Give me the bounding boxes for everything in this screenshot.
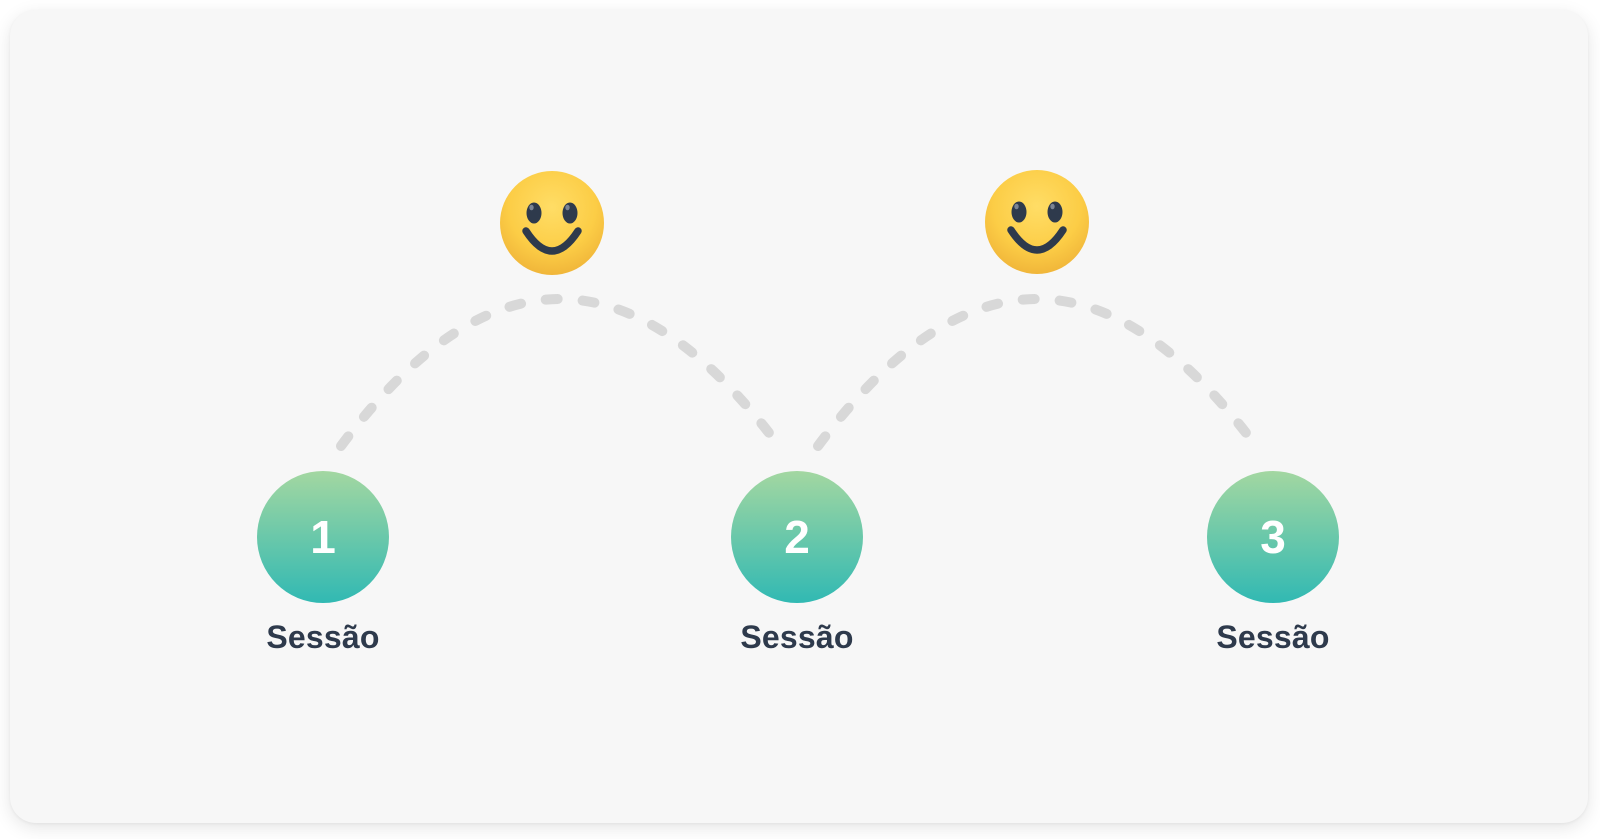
step-number-badge: 1	[257, 471, 389, 603]
session-step-3[interactable]: 3 Sessão	[1173, 471, 1373, 656]
step-number-badge: 2	[731, 471, 863, 603]
step-number: 2	[784, 511, 810, 563]
session-step-1[interactable]: 1 Sessão	[223, 471, 423, 656]
step-label: Sessão	[740, 619, 854, 655]
content-card	[10, 10, 1588, 823]
step-number: 3	[1260, 511, 1286, 563]
session-step-2[interactable]: 2 Sessão	[697, 471, 897, 656]
step-label: Sessão	[1216, 619, 1330, 655]
step-number: 1	[310, 511, 336, 563]
step-number-badge: 3	[1207, 471, 1339, 603]
step-label: Sessão	[266, 619, 380, 655]
